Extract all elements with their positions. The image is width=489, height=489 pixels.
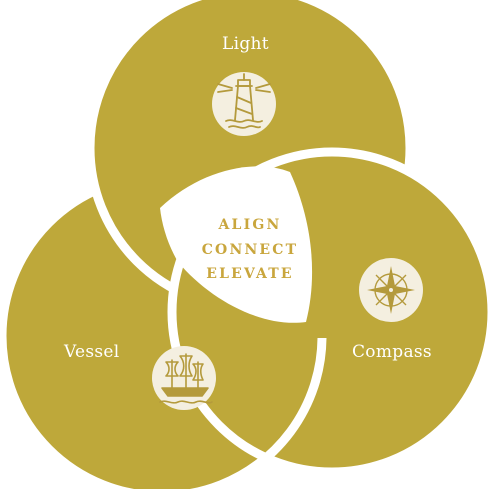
center-word-elevate: ELEVATE [206,266,294,282]
light-badge [212,72,276,136]
vessel-overlap-arc [208,337,327,489]
light-label: Light [222,34,269,54]
center-region [160,166,313,323]
vessel-label: Vessel [64,342,120,362]
compass-label: Compass [352,342,432,362]
compass-rose-icon [367,266,415,314]
center-word-connect: CONNECT [201,242,299,258]
ship-icon [159,353,213,404]
vessel-badge [152,346,216,410]
center-word-align: ALIGN [218,217,282,233]
compass-badge [359,258,423,322]
lighthouse-icon [217,73,271,129]
